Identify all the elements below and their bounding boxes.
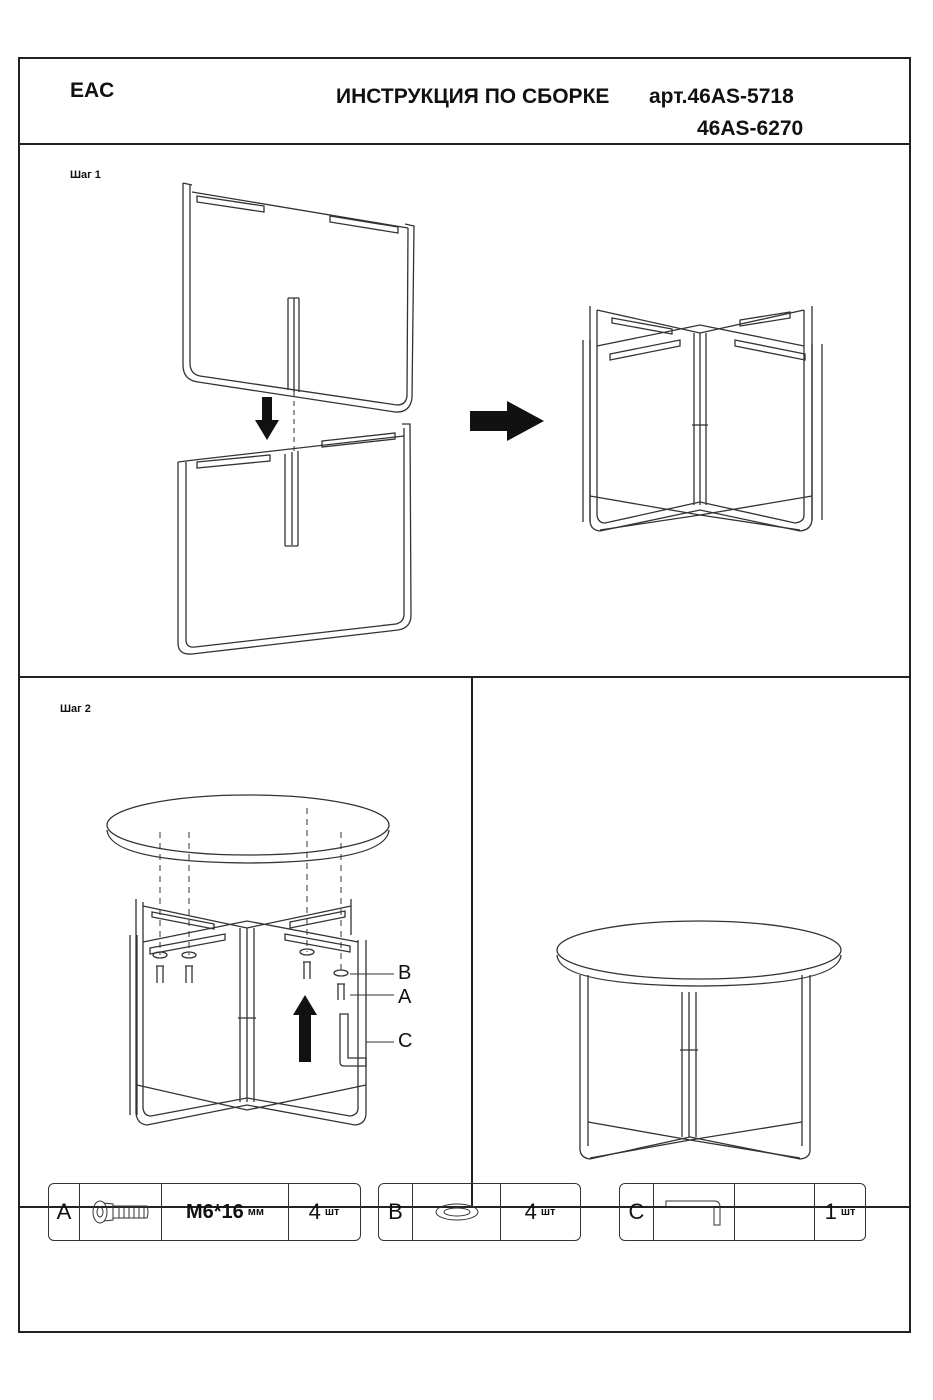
part-a-letter: A [49, 1184, 80, 1240]
part-c-spec [735, 1184, 815, 1240]
part-b-qty-unit: шт [540, 1206, 556, 1218]
hex-key-icon [654, 1184, 735, 1240]
part-b-letter: B [379, 1184, 413, 1240]
step1-divider [20, 676, 909, 678]
washer-icon [413, 1184, 501, 1240]
part-b-qty-value: 4 [524, 1199, 537, 1224]
step2-column-divider [471, 676, 473, 1206]
step2-label: Шаг 2 [60, 703, 91, 715]
callout-c: C [398, 1030, 413, 1052]
part-a-size-unit: мм [247, 1206, 265, 1218]
part-a-qty-value: 4 [308, 1199, 321, 1224]
step1-label: Шаг 1 [70, 169, 101, 181]
article-number: арт.46AS-5718 [649, 85, 794, 108]
callout-a: A [398, 986, 412, 1008]
eac-mark: EAC [70, 79, 115, 102]
part-a-size-value: M6*16 [185, 1200, 244, 1223]
part-a-qty-unit: шт [324, 1206, 340, 1218]
step2-divider [20, 1206, 909, 1208]
part-c-letter: C [620, 1184, 654, 1240]
page-title: ИНСТРУКЦИЯ ПО СБОРКЕ [336, 85, 610, 108]
part-c-qty-value: 1 [824, 1199, 837, 1224]
header-divider [20, 143, 909, 145]
bolt-icon [80, 1184, 162, 1240]
instruction-sheet: EAC ИНСТРУКЦИЯ ПО СБОРКЕ арт.46AS-5718 4… [18, 57, 911, 1333]
callout-b: B [398, 962, 412, 984]
article-number-secondary: 46AS-6270 [697, 117, 804, 140]
part-c-qty-unit: шт [840, 1206, 856, 1218]
